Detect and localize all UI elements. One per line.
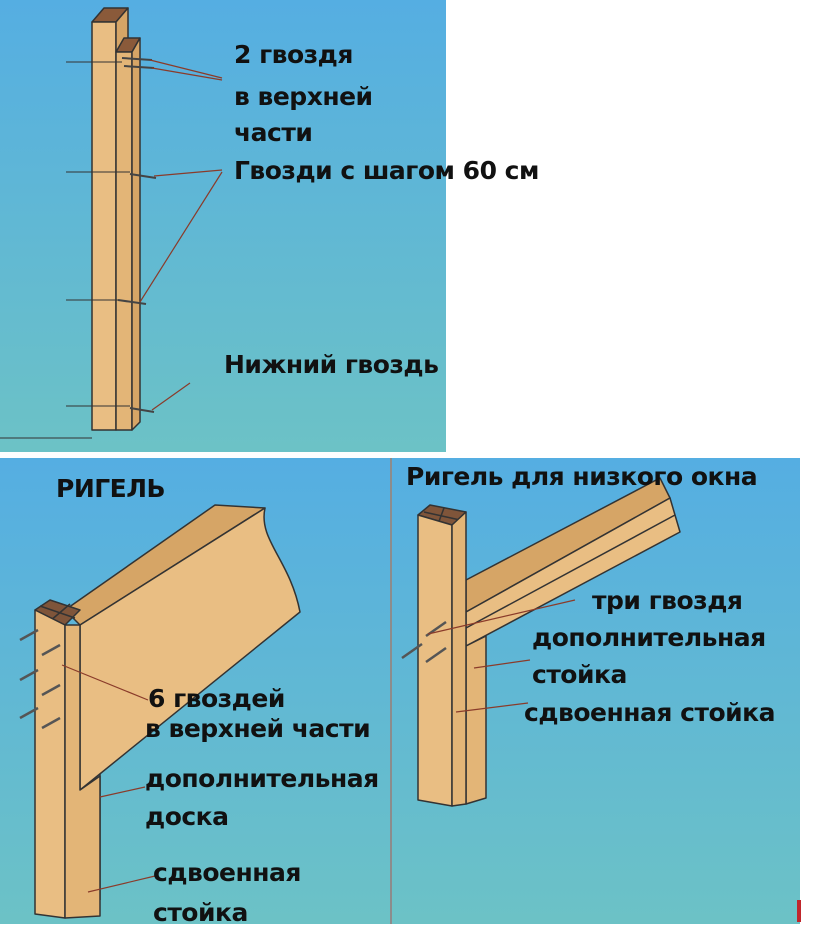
red-mark (797, 900, 801, 922)
label-double-stud: сдвоенная стойка (524, 698, 775, 727)
label-extra-board-line2: доска (145, 802, 229, 831)
left-leader-lines (61, 664, 156, 893)
top-panel-background (0, 0, 446, 452)
header-beam (64, 504, 301, 900)
double-stud-right (417, 504, 467, 807)
label-six-nails-line2: в верхней части (145, 714, 371, 743)
label-extra-board-line1: дополнительная (145, 764, 379, 793)
label-nail-spacing: Гвозди с шагом 60 см (234, 156, 539, 185)
label-double-stud-line1: сдвоенная (153, 858, 301, 887)
label-double-stud-line2: стойка (153, 898, 248, 927)
label-extra-stud-line1: дополнительная (532, 623, 766, 652)
left-nails (19, 628, 61, 730)
right-leader-lines (427, 599, 576, 713)
top-stud (91, 7, 141, 431)
label-extra-stud-line2: стойка (532, 660, 627, 689)
left-panel-title: РИГЕЛЬ (56, 474, 166, 503)
top-leader-lines (139, 59, 223, 411)
top-nails (117, 57, 157, 413)
label-top-nails-line1: 2 гвоздя (234, 40, 353, 69)
label-six-nails-line1: 6 гвоздей (148, 684, 285, 713)
label-top-nails-line2: в верхней (234, 82, 373, 111)
top-guide-lines (0, 61, 130, 439)
label-bottom-nail: Нижний гвоздь (224, 350, 439, 379)
label-three-nails: три гвоздя (592, 586, 743, 615)
label-top-nails-line3: части (234, 118, 313, 147)
right-panel-title: Ригель для низкого окна (406, 462, 758, 491)
